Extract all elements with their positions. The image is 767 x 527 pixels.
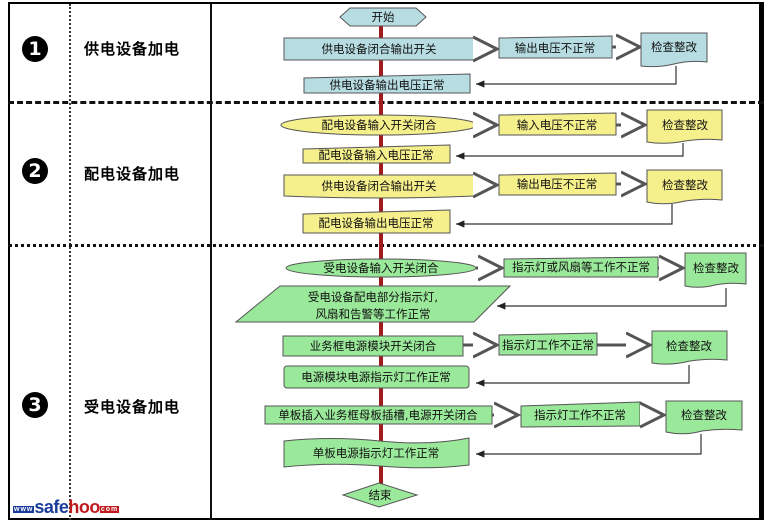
p3-fix2-label: 检查整改 bbox=[666, 339, 712, 353]
p3-fix3-document: 检查整改 bbox=[665, 400, 743, 435]
p3-step3-label: 单板插入业务框母板插槽,电源开关闭合 bbox=[278, 408, 478, 422]
phase-divider-dotted bbox=[8, 244, 764, 247]
column-divider-dotted bbox=[69, 4, 71, 520]
p2-error1-label: 输入电压不正常 bbox=[517, 118, 598, 132]
logo-part1: safe bbox=[34, 497, 69, 517]
p3-error1-label: 指示灯或风扇等工作不正常 bbox=[512, 260, 650, 274]
p2-step1-label: 配电设备输入开关闭合 bbox=[322, 118, 437, 132]
p3-step3-process: 单板插入业务框母板插槽,电源开关闭合 bbox=[264, 405, 493, 425]
p3-fix1-label: 检查整改 bbox=[693, 261, 739, 275]
p2-fix2-label: 检查整改 bbox=[662, 178, 708, 192]
p1-fix1-document: 检查整改 bbox=[640, 32, 708, 68]
phase-number-3: 3 bbox=[22, 392, 48, 418]
p1-fix1-label: 检查整改 bbox=[651, 40, 697, 54]
p3-fix1-document: 检查整改 bbox=[684, 252, 747, 288]
logo-prefix: www bbox=[13, 506, 35, 513]
start-node: 开始 bbox=[339, 7, 427, 27]
p2-error2-box: 输出电压不正常 bbox=[498, 172, 617, 196]
phase-label-2: 配电设备加电 bbox=[84, 165, 181, 183]
p2-result1-input: 配电设备输入电压正常 bbox=[302, 144, 451, 164]
logo-part2: hoo bbox=[68, 497, 100, 517]
phase-number-1: 1 bbox=[22, 36, 48, 62]
p3-result1-data: 受电设备配电部分指示灯, 风扇和告警等工作正常 bbox=[234, 285, 512, 323]
connector-line bbox=[476, 365, 690, 387]
p3-error3-label: 指示灯工作不正常 bbox=[534, 408, 626, 422]
p2-error1-box: 输入电压不正常 bbox=[498, 112, 617, 136]
p3-step2-label: 业务框电源模块开关闭合 bbox=[310, 339, 437, 353]
p3-error2-box: 指示灯工作不正常 bbox=[498, 332, 598, 356]
p1-result1-label: 供电设备输出电压正常 bbox=[330, 78, 445, 92]
connector-line bbox=[456, 143, 684, 160]
phase-number-2: 2 bbox=[22, 158, 48, 184]
p3-step2-process: 业务框电源模块开关闭合 bbox=[282, 335, 464, 357]
connector-line bbox=[476, 434, 702, 458]
safehoo-watermark-logo: wwwsafehoocom bbox=[13, 497, 120, 518]
p3-error3-box: 指示灯工作不正常 bbox=[520, 401, 641, 428]
phase-label-3: 受电设备加电 bbox=[84, 398, 181, 416]
p3-error2-label: 指示灯工作不正常 bbox=[502, 338, 594, 352]
p1-step1-label: 供电设备闭合输出开关 bbox=[322, 42, 437, 56]
p1-result1-input: 供电设备输出电压正常 bbox=[303, 73, 471, 94]
p2-fix2-document: 检查整改 bbox=[646, 169, 723, 205]
end-node: 结束 bbox=[341, 482, 419, 508]
p3-result2-label: 电源模块电源指示灯工作正常 bbox=[301, 370, 451, 384]
p3-fix2-document: 检查整改 bbox=[651, 330, 728, 365]
p3-result3-tape: 单板电源指示灯工作正常 bbox=[283, 437, 470, 469]
p3-result2-process: 电源模块电源指示灯工作正常 bbox=[283, 365, 470, 389]
p3-error1-box: 指示灯或风扇等工作不正常 bbox=[503, 256, 659, 278]
p2-fix1-label: 检查整改 bbox=[662, 118, 708, 132]
connector-line bbox=[497, 288, 727, 310]
p3-result1-line2: 风扇和告警等工作正常 bbox=[316, 307, 431, 321]
connector-line bbox=[456, 204, 673, 228]
p2-step1-terminal: 配电设备输入开关闭合 bbox=[280, 114, 478, 136]
column-divider-solid bbox=[210, 4, 212, 520]
p2-result1-label: 配电设备输入电压正常 bbox=[319, 148, 434, 162]
p2-step2-label: 供电设备闭合输出开关 bbox=[322, 179, 437, 193]
p2-result2-label: 配电设备输出电压正常 bbox=[319, 216, 434, 230]
frame-shadow bbox=[759, 2, 764, 520]
start-label: 开始 bbox=[372, 10, 395, 24]
logo-suffix: com bbox=[99, 506, 120, 513]
phase-label-1: 供电设备加电 bbox=[84, 40, 181, 58]
p3-result1-line1: 受电设备配电部分指示灯, bbox=[308, 290, 438, 304]
p1-step1-process: 供电设备闭合输出开关 bbox=[283, 37, 475, 61]
p1-error1-box: 输出电压不正常 bbox=[498, 35, 613, 59]
p2-fix1-document: 检查整改 bbox=[646, 109, 723, 144]
phase-divider-dashed bbox=[8, 101, 764, 104]
p3-result3-label: 单板电源指示灯工作正常 bbox=[313, 446, 440, 460]
p2-step2-process: 供电设备闭合输出开关 bbox=[283, 174, 475, 199]
p1-return-line bbox=[476, 66, 677, 88]
p1-error1-label: 输出电压不正常 bbox=[515, 41, 596, 55]
p3-fix3-label: 检查整改 bbox=[681, 408, 727, 422]
p2-result2-input: 配电设备输出电压正常 bbox=[302, 209, 451, 234]
end-label: 结束 bbox=[369, 488, 392, 502]
p2-error2-label: 输出电压不正常 bbox=[517, 177, 598, 191]
p3-step1-label: 受电设备输入开关闭合 bbox=[324, 261, 439, 275]
p3-step1-terminal: 受电设备输入开关闭合 bbox=[285, 258, 477, 278]
